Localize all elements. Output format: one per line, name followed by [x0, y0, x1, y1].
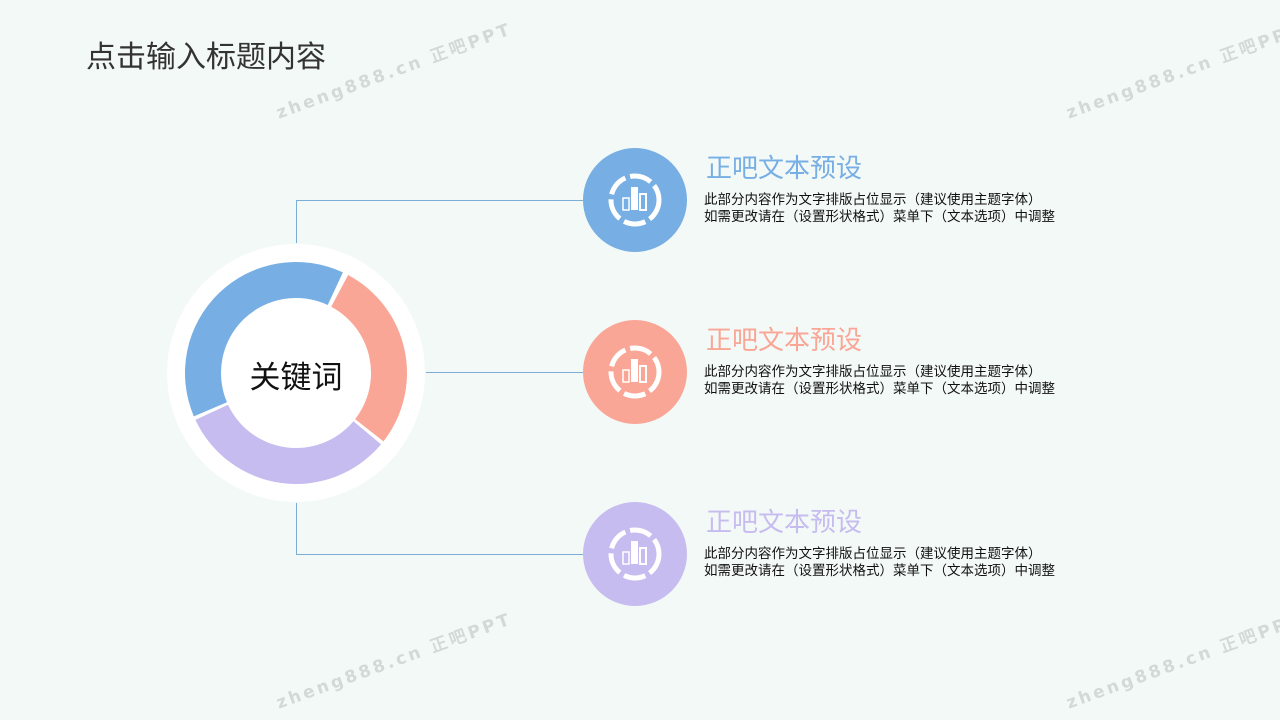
item-body-line: 如需更改请在（设置形状格式）菜单下（文本选项）中调整: [704, 381, 1055, 397]
item-title-2[interactable]: 正吧文本预设: [706, 326, 863, 356]
donut-segment-purple: [195, 404, 382, 485]
bar-chart-icon: [608, 527, 662, 581]
item-body-line: 此部分内容作为文字排版占位显示（建议使用主题字体）: [704, 546, 1042, 562]
item-body-line: 此部分内容作为文字排版占位显示（建议使用主题字体）: [704, 192, 1042, 208]
center-keyword[interactable]: 关键词: [249, 360, 343, 396]
item-body-2[interactable]: 此部分内容作为文字排版占位显示（建议使用主题字体）如需更改请在（设置形状格式）菜…: [704, 364, 1055, 398]
item-body-line: 此部分内容作为文字排版占位显示（建议使用主题字体）: [704, 364, 1042, 380]
connector-top: [296, 200, 583, 243]
node-circle-2[interactable]: [583, 320, 687, 424]
bar-chart-icon: [608, 173, 662, 227]
slide-title[interactable]: 点击输入标题内容: [86, 40, 326, 75]
connector-lines: [296, 200, 583, 555]
node-circle-1[interactable]: [583, 148, 687, 252]
donut-segment-salmon: [331, 274, 407, 442]
item-title-3[interactable]: 正吧文本预设: [706, 508, 863, 538]
node-circle-3[interactable]: [583, 502, 687, 606]
donut-segment-blue: [185, 262, 343, 417]
bar-chart-icon: [608, 345, 662, 399]
item-body-line: 如需更改请在（设置形状格式）菜单下（文本选项）中调整: [704, 563, 1055, 579]
connector-bottom: [296, 503, 583, 555]
item-body-line: 如需更改请在（设置形状格式）菜单下（文本选项）中调整: [704, 209, 1055, 225]
item-body-3[interactable]: 此部分内容作为文字排版占位显示（建议使用主题字体）如需更改请在（设置形状格式）菜…: [704, 546, 1055, 580]
donut-ring: [185, 262, 407, 485]
item-title-1[interactable]: 正吧文本预设: [706, 154, 863, 184]
item-body-1[interactable]: 此部分内容作为文字排版占位显示（建议使用主题字体）如需更改请在（设置形状格式）菜…: [704, 192, 1055, 226]
